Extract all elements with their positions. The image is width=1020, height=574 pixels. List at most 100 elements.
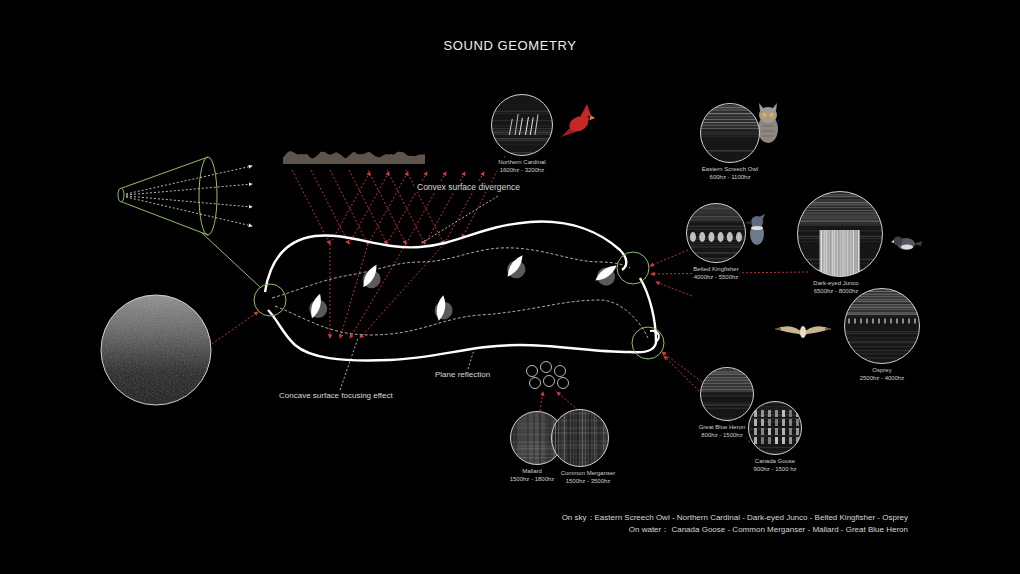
spectrogram-mark <box>839 230 840 277</box>
spectrogram-mark <box>686 222 746 223</box>
spectrogram-mark <box>491 132 553 133</box>
spectrogram-mark <box>700 393 754 394</box>
spectrogram-mark <box>686 219 746 220</box>
spectrogram-mark <box>700 418 754 419</box>
spectrogram-mark <box>700 370 754 371</box>
spectrogram-mark <box>797 197 883 198</box>
sound-ray <box>126 196 252 207</box>
spectrogram-node: Canada Goose900hz - 1500 hz <box>748 401 802 455</box>
spectrogram-mark <box>775 437 778 444</box>
spectrogram-mark <box>686 242 746 243</box>
spectrogram-mark <box>754 437 757 444</box>
sound-ray <box>349 172 389 244</box>
spectrogram-mark <box>797 207 883 208</box>
species-caption: Canada Goose900hz - 1500 hz <box>752 458 797 473</box>
spectrogram-mark <box>700 128 760 129</box>
spectrogram-mark <box>789 410 792 417</box>
spectrogram-mark <box>896 318 897 323</box>
spectrogram-mark <box>908 318 909 323</box>
species-name: Great Blue Heron <box>699 424 746 432</box>
spectrogram-mark <box>593 409 594 467</box>
spectrogram-mark <box>700 382 754 383</box>
spectrogram-mark <box>768 410 771 417</box>
spectrogram-mark <box>844 316 920 317</box>
frequency-range: 600hz - 1100hz <box>702 174 758 182</box>
cone-edge <box>122 157 208 188</box>
spectrogram-mark <box>491 134 553 135</box>
spectrogram-circle <box>748 401 802 455</box>
spectrogram-mark <box>797 221 883 222</box>
spectrogram-mark <box>700 385 754 386</box>
spectrogram-mark <box>690 232 696 242</box>
spectrogram-node: Belted Kingfisher4000hz - 5500hz <box>686 203 746 263</box>
spectrogram-mark <box>700 116 760 117</box>
spectrogram-mark <box>686 211 746 212</box>
spectrogram-mark <box>491 138 553 139</box>
bird-belly <box>901 245 913 250</box>
spectrogram-mark <box>700 371 754 372</box>
spectrogram-mark <box>686 209 746 210</box>
spectrogram-mark <box>564 409 565 467</box>
leaf <box>360 263 380 290</box>
spectrogram-mark <box>782 419 785 426</box>
spectrogram-mark <box>700 404 754 405</box>
spectrogram-mark <box>700 109 760 110</box>
species-name: Osprey <box>860 367 905 375</box>
spectrogram-mark <box>551 462 609 463</box>
species-caption: Mallard1500hz - 1800hz <box>509 468 556 483</box>
spectrogram-mark <box>700 113 760 114</box>
bird-beak <box>590 115 595 120</box>
spectrogram-mark <box>797 209 883 210</box>
spectrogram-mark <box>844 298 920 299</box>
spectrogram-mark <box>700 129 760 130</box>
spectrogram-mark <box>852 230 853 277</box>
spectrogram-mark <box>528 411 529 465</box>
spectrogram-mark <box>878 318 879 323</box>
diagram-title: SOUND GEOMETRY <box>443 38 576 53</box>
species-caption: Northern Cardinal1600hz - 3200hz <box>497 159 546 174</box>
spectrogram-mark <box>534 411 535 465</box>
spectrogram-mark <box>832 230 833 277</box>
spectrogram-mark <box>686 258 746 259</box>
spectrogram-mark <box>844 341 920 342</box>
spectrogram-mark <box>718 232 724 242</box>
spectrogram-mark <box>491 139 553 140</box>
opening-circle <box>254 284 286 316</box>
spectrogram-mark <box>700 391 754 392</box>
spectrogram-mark <box>872 318 873 323</box>
sound-ray <box>350 244 406 338</box>
spectrogram-mark <box>686 244 746 245</box>
sound-ray <box>126 166 252 194</box>
spectrogram-mark <box>491 111 553 112</box>
sound-ray <box>330 172 370 244</box>
species-caption: Belted Kingfisher4000hz - 5500hz <box>692 266 739 281</box>
spectrogram-circle <box>700 367 754 421</box>
spectrogram-mark <box>700 377 754 378</box>
spectrogram-mark <box>797 212 883 213</box>
spectrogram-mark <box>515 114 518 135</box>
spectrogram-mark <box>821 230 822 277</box>
spectrogram-mark <box>700 386 754 387</box>
spectrogram-mark <box>700 122 760 123</box>
spectrogram-mark <box>546 411 547 465</box>
spectrogram-circle <box>797 191 883 277</box>
spectrogram-mark <box>820 230 821 277</box>
spectrogram-mark <box>844 290 920 291</box>
spectrogram-mark <box>700 113 760 114</box>
spectrogram-mark <box>797 215 883 216</box>
cone-edge <box>122 202 208 235</box>
spectrogram-mark <box>700 124 760 125</box>
frequency-range: 1500hz - 3500hz <box>561 478 616 486</box>
spectrogram-mark <box>844 294 920 295</box>
spectrogram-mark <box>797 196 883 197</box>
noise-circle <box>101 295 211 405</box>
species-note: On sky：Eastern Screech Owl - Northern Ca… <box>560 513 910 523</box>
spectrogram-outline <box>798 192 883 277</box>
species-caption: Eastern Screech Owl600hz - 1100hz <box>701 166 759 181</box>
spectrogram-mark <box>797 225 883 226</box>
spectrogram-mark <box>768 419 771 426</box>
spectrogram-mark <box>826 230 827 277</box>
spectrogram-mark <box>491 130 553 131</box>
sound-ray <box>311 170 349 244</box>
